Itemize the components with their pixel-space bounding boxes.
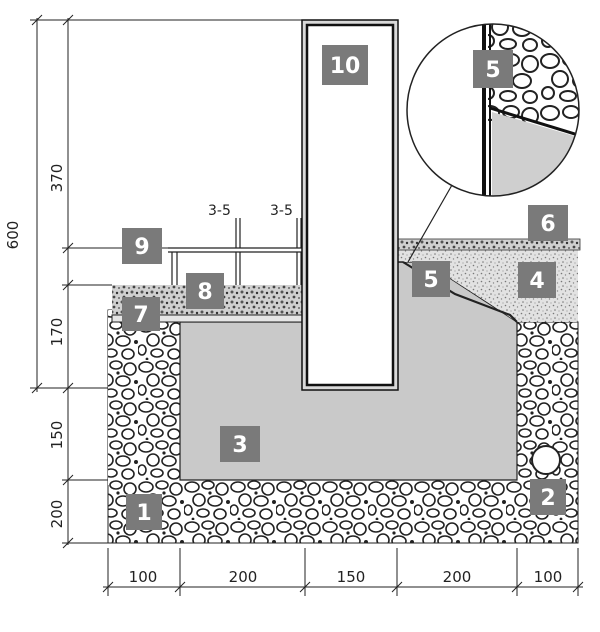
callout-tags: 1 2 3 4 5 5 6 7 bbox=[122, 45, 568, 530]
callout-9: 9 bbox=[122, 228, 162, 264]
callout-10-label: 10 bbox=[330, 54, 361, 79]
callout-7-label: 7 bbox=[133, 303, 148, 328]
dim-600: 600 bbox=[4, 221, 22, 250]
dim-w-150: 150 bbox=[337, 568, 366, 586]
stone-backfill-left-upper bbox=[108, 310, 180, 485]
callout-4-label: 4 bbox=[529, 269, 544, 294]
dim-w-100-left: 100 bbox=[129, 568, 158, 586]
gap-label-right: 3-5 bbox=[270, 203, 293, 219]
callout-7: 7 bbox=[122, 297, 160, 331]
callout-3-label: 3 bbox=[232, 433, 247, 458]
callout-1: 1 bbox=[126, 494, 162, 530]
dim-170: 170 bbox=[48, 318, 66, 347]
gap-label-left: 3-5 bbox=[208, 203, 231, 219]
callout-8-label: 8 bbox=[197, 280, 212, 305]
dim-370: 370 bbox=[48, 164, 66, 193]
callout-2: 2 bbox=[530, 479, 566, 515]
callout-1-label: 1 bbox=[136, 501, 151, 526]
dim-150: 150 bbox=[48, 421, 66, 450]
dim-w-200-left: 200 bbox=[229, 568, 258, 586]
callout-5-main-label: 5 bbox=[423, 268, 438, 293]
dim-w-200-right: 200 bbox=[443, 568, 472, 586]
dim-200: 200 bbox=[48, 500, 66, 529]
callout-10: 10 bbox=[322, 45, 368, 85]
callout-8: 8 bbox=[186, 273, 224, 309]
callout-6-label: 6 bbox=[540, 212, 555, 237]
callout-5-detail-label: 5 bbox=[485, 58, 500, 83]
callout-5-main: 5 bbox=[412, 261, 450, 297]
callout-3: 3 bbox=[220, 426, 260, 462]
dim-w-100-right: 100 bbox=[534, 568, 563, 586]
drainage-pipe bbox=[531, 445, 561, 475]
callout-9-label: 9 bbox=[134, 235, 149, 260]
callout-5-detail: 5 bbox=[473, 50, 513, 88]
bench-frame bbox=[168, 218, 305, 285]
callout-2-label: 2 bbox=[540, 486, 555, 511]
callout-6: 6 bbox=[528, 205, 568, 241]
callout-4: 4 bbox=[518, 262, 556, 298]
